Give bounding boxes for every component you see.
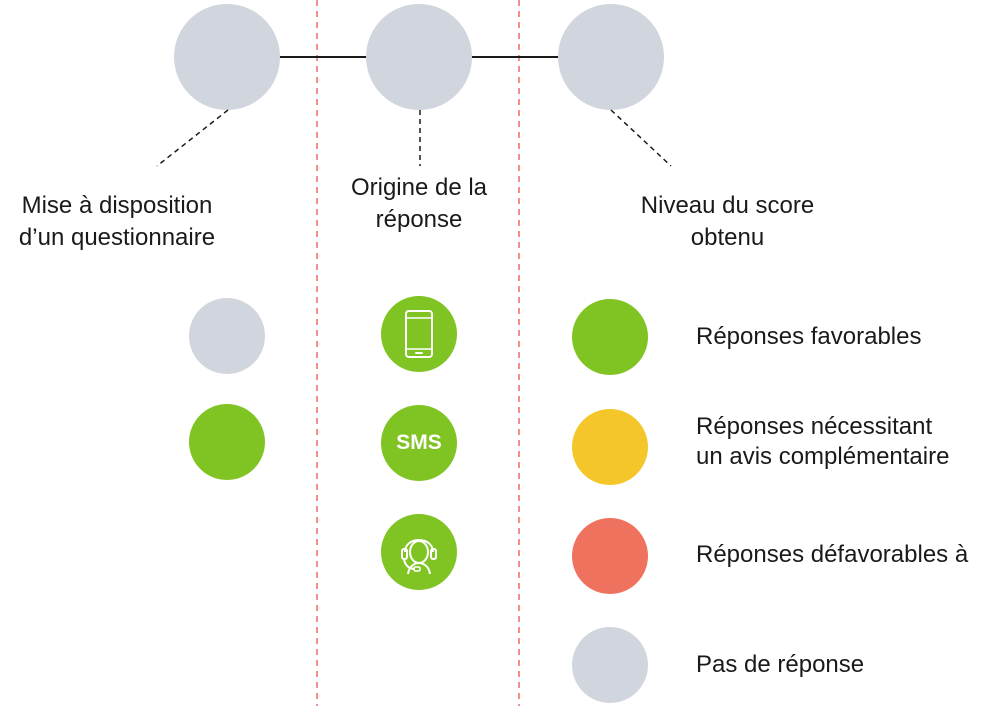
origin-sms: SMS bbox=[381, 405, 457, 481]
column-label-line1: Niveau du score bbox=[640, 192, 815, 219]
top-node-origin bbox=[366, 4, 472, 110]
score-label-line1: Réponses nécessitant bbox=[696, 413, 933, 440]
column-label-availability: Mise à disposition d’un questionnaire bbox=[2, 190, 232, 254]
column-label-line2: obtenu bbox=[690, 224, 765, 251]
score-dot-no-response bbox=[572, 627, 648, 703]
smartphone-icon bbox=[405, 310, 433, 358]
column-label-origin: Origine de la réponse bbox=[320, 172, 518, 236]
origin-phone-operator bbox=[381, 514, 457, 590]
column-label-score: Niveau du score obtenu bbox=[620, 190, 835, 254]
score-label-line2: un avis complémentaire bbox=[696, 443, 950, 470]
column-label-line1: Origine de la bbox=[350, 174, 488, 201]
score-dot-review bbox=[572, 409, 648, 485]
score-label-no-response: Pas de réponse bbox=[696, 650, 864, 680]
leader-line-availability bbox=[156, 109, 229, 167]
score-dot-favorable bbox=[572, 299, 648, 375]
origin-smartphone bbox=[381, 296, 457, 372]
top-node-availability bbox=[174, 4, 280, 110]
column-label-line2: d’un questionnaire bbox=[18, 224, 216, 251]
score-label-line1: Pas de réponse bbox=[696, 651, 865, 678]
column-label-line1: Mise à disposition bbox=[21, 192, 213, 219]
availability-dot-sent bbox=[189, 404, 265, 480]
availability-dot-not-sent bbox=[189, 298, 265, 374]
headset-operator-icon bbox=[401, 539, 437, 575]
leader-line-score bbox=[610, 109, 672, 167]
score-label-line1: Réponses favorables bbox=[696, 323, 922, 350]
sms-icon: SMS bbox=[396, 431, 442, 454]
score-label-unfavorable: Réponses défavorables à bbox=[696, 540, 993, 570]
score-dot-unfavorable bbox=[572, 518, 648, 594]
score-label-favorable: Réponses favorables bbox=[696, 322, 921, 352]
score-label-line1: Réponses défavorables à bbox=[696, 541, 969, 568]
column-label-line2: réponse bbox=[375, 206, 463, 233]
top-node-score bbox=[558, 4, 664, 110]
score-label-review: Réponses nécessitant un avis complémenta… bbox=[696, 412, 949, 472]
